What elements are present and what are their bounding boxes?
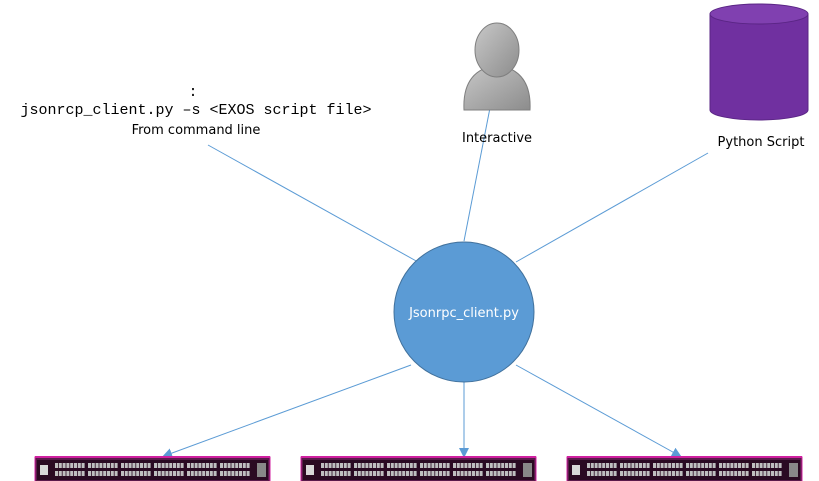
switch-1 bbox=[34, 456, 271, 481]
python-script-label: Python Script bbox=[718, 135, 805, 150]
hub-label: Jsonrpc_client.py bbox=[408, 306, 519, 321]
user-icon bbox=[463, 22, 531, 111]
interactive-source: Interactive bbox=[462, 22, 532, 146]
command-text: jsonrcp_client.py –s <EXOS script file> bbox=[20, 102, 371, 119]
network-switch-icon bbox=[34, 456, 271, 481]
python-script-source: Python Script bbox=[709, 3, 809, 150]
arrow-to-switch-1 bbox=[162, 364, 412, 458]
network-switch-icon bbox=[300, 456, 537, 481]
interactive-label: Interactive bbox=[462, 131, 532, 146]
switch-3 bbox=[566, 456, 803, 481]
connector-python-script bbox=[515, 152, 709, 263]
database-cylinder-icon bbox=[709, 3, 809, 121]
command-caption: From command line bbox=[132, 123, 261, 138]
switch-2 bbox=[300, 456, 537, 481]
command-line-source: : jsonrcp_client.py –s <EXOS script file… bbox=[20, 84, 371, 138]
arrow-to-switch-3 bbox=[515, 364, 682, 457]
hub-circle bbox=[393, 241, 535, 383]
command-colon: : bbox=[188, 84, 197, 101]
jsonrpc-client-hub: Jsonrpc_client.py bbox=[393, 241, 535, 383]
connector-command-line bbox=[207, 144, 419, 263]
network-switch-icon bbox=[566, 456, 803, 481]
